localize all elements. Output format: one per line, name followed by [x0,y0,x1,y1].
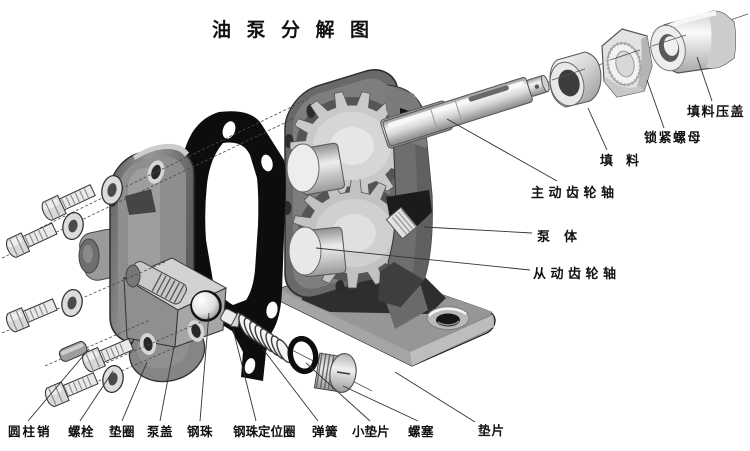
svg-text:泵盖: 泵盖 [147,424,173,439]
svg-text:填料压盖: 填料压盖 [687,104,745,119]
svg-text:小垫片: 小垫片 [351,424,390,439]
svg-text:主动齿轮轴: 主动齿轮轴 [531,185,619,200]
svg-text:圆柱销: 圆柱销 [8,424,52,439]
svg-text:钢珠定位圈: 钢珠定位圈 [233,424,296,439]
svg-text:填料: 填料 [600,153,652,168]
svg-text:垫圈: 垫圈 [109,424,135,439]
svg-text:弹簧: 弹簧 [312,424,338,439]
svg-text:锁紧螺母: 锁紧螺母 [644,130,702,145]
svg-text:从动齿轮轴: 从动齿轮轴 [533,266,621,281]
svg-text:油泵分解图: 油泵分解图 [212,18,385,41]
svg-text:螺塞: 螺塞 [408,424,434,439]
svg-text:垫片: 垫片 [478,423,505,438]
svg-text:螺栓: 螺栓 [68,424,94,439]
svg-text:泵体: 泵体 [537,229,591,244]
svg-text:钢珠: 钢珠 [187,424,213,439]
